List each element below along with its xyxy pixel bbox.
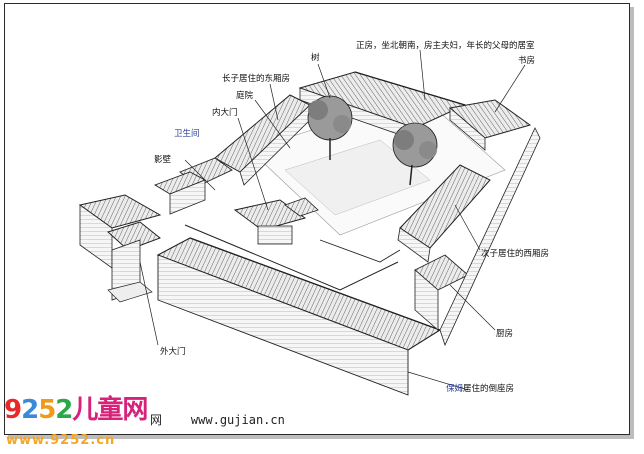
brand-digit-3: 5 xyxy=(38,395,56,425)
outer-gate-roof xyxy=(107,221,161,251)
label-screen-wall: 影壁 xyxy=(154,155,172,165)
gate-roof-small xyxy=(284,197,319,217)
label-inner-gate: 内大门 xyxy=(212,108,238,118)
south-house-front-wall xyxy=(157,254,409,396)
brand-digit-4: 2 xyxy=(55,395,73,425)
tree-left xyxy=(307,95,353,160)
brand-digit-2: 2 xyxy=(21,395,39,425)
tree-right xyxy=(392,122,438,186)
west-wing-wall xyxy=(397,227,431,263)
label-nanny-suffix: 居住的倒座房 xyxy=(463,384,515,394)
brand-text: 儿童网 xyxy=(72,395,148,425)
east-outer-wall xyxy=(439,127,541,347)
inner-walls xyxy=(184,224,399,291)
label-tree: 树 xyxy=(311,53,320,63)
outer-gate-steps xyxy=(107,281,153,303)
label-study: 书房 xyxy=(518,56,536,66)
label-nanny-prefix: 保姆 xyxy=(446,384,464,394)
label-toilet: 卫生间 xyxy=(174,129,200,139)
brand-digit-1: 9 xyxy=(4,395,22,425)
label-nanny-house: 保姆居住的倒座房 xyxy=(446,384,514,394)
label-west-wing: 次子居住的西厢房 xyxy=(481,249,550,259)
site-watermark: 网 www.gujian.cn xyxy=(150,413,285,427)
site-partial: 网 xyxy=(150,413,163,427)
label-east-wing: 长子居住的东厢房 xyxy=(222,74,291,84)
label-kitchen: 厨房 xyxy=(496,329,514,339)
site-url: www.gujian.cn xyxy=(190,413,285,427)
courtyard-paving xyxy=(284,139,431,216)
label-courtyard: 庭院 xyxy=(236,91,254,101)
leader-lines xyxy=(139,49,526,391)
brand-url: www.9252.cn xyxy=(6,433,116,448)
study-wall xyxy=(449,107,486,151)
brand-watermark: 9252儿童网 xyxy=(4,395,148,425)
label-main-hall: 正房，坐北朝南，房主夫妇，年长的父母的居室 xyxy=(356,41,535,51)
inner-gate-roof xyxy=(233,199,307,231)
label-outer-gate: 外大门 xyxy=(160,347,186,357)
